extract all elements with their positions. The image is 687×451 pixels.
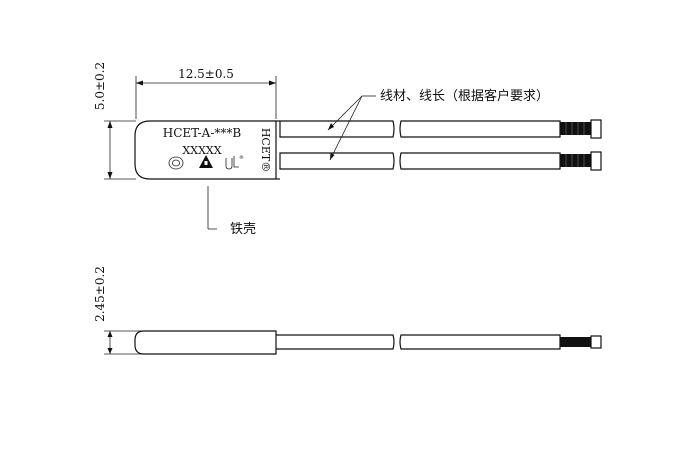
side-terminal <box>560 335 602 349</box>
shell-note: 铁壳 <box>230 222 256 237</box>
wire-note: 线材、线长（根据客户要求） <box>380 88 549 104</box>
length-dim-label: 12.5±0.5 <box>178 67 234 81</box>
shell-callout: 铁壳 <box>207 186 256 237</box>
length-dimension: 12.5±0.5 <box>135 67 277 119</box>
side-brand-label: HCET® <box>259 128 272 172</box>
iron-shell-body: HCET-A-***B XXXXX HCET® ® <box>134 120 280 180</box>
side-view: 2.45±0.2 <box>93 266 602 355</box>
thickness-dimension: 2.45±0.2 <box>93 266 150 355</box>
wire-callout: 线材、线长（根据客户要求） <box>327 88 549 161</box>
height-dim-label: 5.0±0.2 <box>93 62 107 110</box>
side-body <box>134 330 277 355</box>
side-wire <box>276 334 602 350</box>
cert-circle-icon <box>168 156 184 170</box>
cert-triangle-icon <box>199 155 213 168</box>
body-code-label: XXXXX <box>182 144 221 157</box>
thickness-dim-label: 2.45±0.2 <box>93 266 107 322</box>
lower-wire <box>279 151 602 171</box>
lower-terminal <box>560 151 602 171</box>
body-model-label: HCET-A-***B <box>163 126 242 140</box>
height-dimension: 5.0±0.2 <box>93 62 136 180</box>
svg-text:®: ® <box>239 154 244 161</box>
upper-terminal <box>560 119 602 139</box>
top-view: 5.0±0.2 12.5±0.5 HCET-A-***B XXXXX HCET® <box>93 62 602 237</box>
upper-wire <box>279 119 602 139</box>
ul-mark-icon: ® <box>225 154 244 170</box>
